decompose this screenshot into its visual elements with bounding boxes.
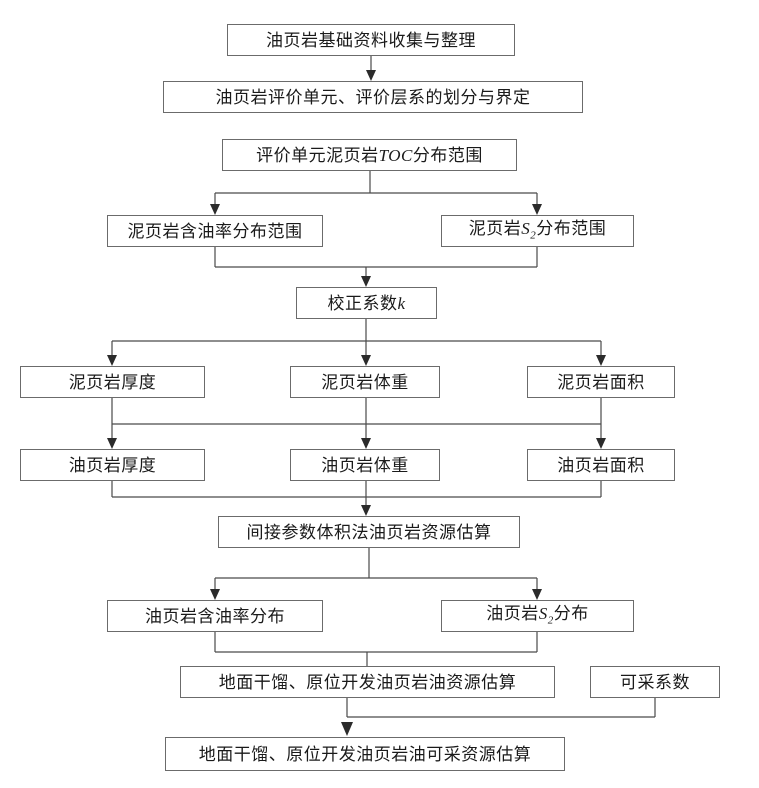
node-label: 油页岩评价单元、评价层系的划分与界定: [215, 87, 531, 107]
node-label: 油页岩厚度: [68, 455, 157, 475]
node-toc-distribution-range[interactable]: 评价单元泥页岩TOC分布范围: [222, 139, 517, 171]
node-recovery-factor[interactable]: 可采系数: [590, 666, 720, 698]
node-oil-shale-oil-content-distribution[interactable]: 油页岩含油率分布: [107, 600, 323, 632]
node-oil-shale-area[interactable]: 油页岩面积: [527, 449, 675, 481]
s2-subscript: 2: [530, 229, 537, 242]
node-label: 油页岩含油率分布: [145, 606, 285, 626]
toc-symbol: TOC: [378, 145, 413, 165]
s2-symbol: S: [538, 604, 548, 624]
k-symbol: k: [397, 293, 406, 313]
node-label: 油页岩面积: [557, 455, 645, 475]
node-evaluation-unit-definition[interactable]: 油页岩评价单元、评价层系的划分与界定: [163, 81, 583, 113]
node-label: 泥页岩体重: [321, 372, 409, 392]
node-label: 油页岩体重: [321, 455, 409, 475]
node-shale-oil-content-range[interactable]: 泥页岩含油率分布范围: [107, 215, 323, 247]
node-shale-area[interactable]: 泥页岩面积: [527, 366, 675, 398]
node-correction-coefficient-k[interactable]: 校正系数k: [296, 287, 437, 319]
node-label: 评价单元泥页岩TOC分布范围: [256, 145, 483, 165]
node-label: 间接参数体积法油页岩资源估算: [246, 522, 492, 542]
node-label: 地面干馏、原位开发油页岩油资源估算: [218, 672, 517, 692]
s2-subscript: 2: [547, 614, 554, 627]
node-indirect-volumetric-estimation[interactable]: 间接参数体积法油页岩资源估算: [218, 516, 520, 548]
s2-symbol: S: [521, 219, 531, 239]
node-label: 泥页岩面积: [557, 372, 645, 392]
node-label: 地面干馏、原位开发油页岩油可采资源估算: [198, 744, 532, 764]
node-label: 泥页岩S2分布范围: [468, 219, 607, 242]
node-oil-shale-density[interactable]: 油页岩体重: [290, 449, 440, 481]
node-label: 油页岩S2分布: [486, 604, 589, 627]
node-shale-s2-range[interactable]: 泥页岩S2分布范围: [441, 215, 634, 247]
node-data-collection[interactable]: 油页岩基础资料收集与整理: [227, 24, 515, 56]
node-label: 泥页岩含油率分布范围: [127, 221, 303, 241]
node-shale-thickness[interactable]: 泥页岩厚度: [20, 366, 205, 398]
node-oil-shale-thickness[interactable]: 油页岩厚度: [20, 449, 205, 481]
node-label: 油页岩基础资料收集与整理: [266, 30, 476, 50]
node-label: 泥页岩厚度: [68, 372, 157, 392]
node-shale-density[interactable]: 泥页岩体重: [290, 366, 440, 398]
node-retorting-insitu-resource-estimation[interactable]: 地面干馏、原位开发油页岩油资源估算: [180, 666, 555, 698]
node-label: 校正系数k: [327, 293, 406, 313]
node-label: 可采系数: [620, 672, 690, 692]
node-oil-shale-s2-distribution[interactable]: 油页岩S2分布: [441, 600, 634, 632]
node-recoverable-resource-estimation[interactable]: 地面干馏、原位开发油页岩油可采资源估算: [165, 737, 565, 771]
